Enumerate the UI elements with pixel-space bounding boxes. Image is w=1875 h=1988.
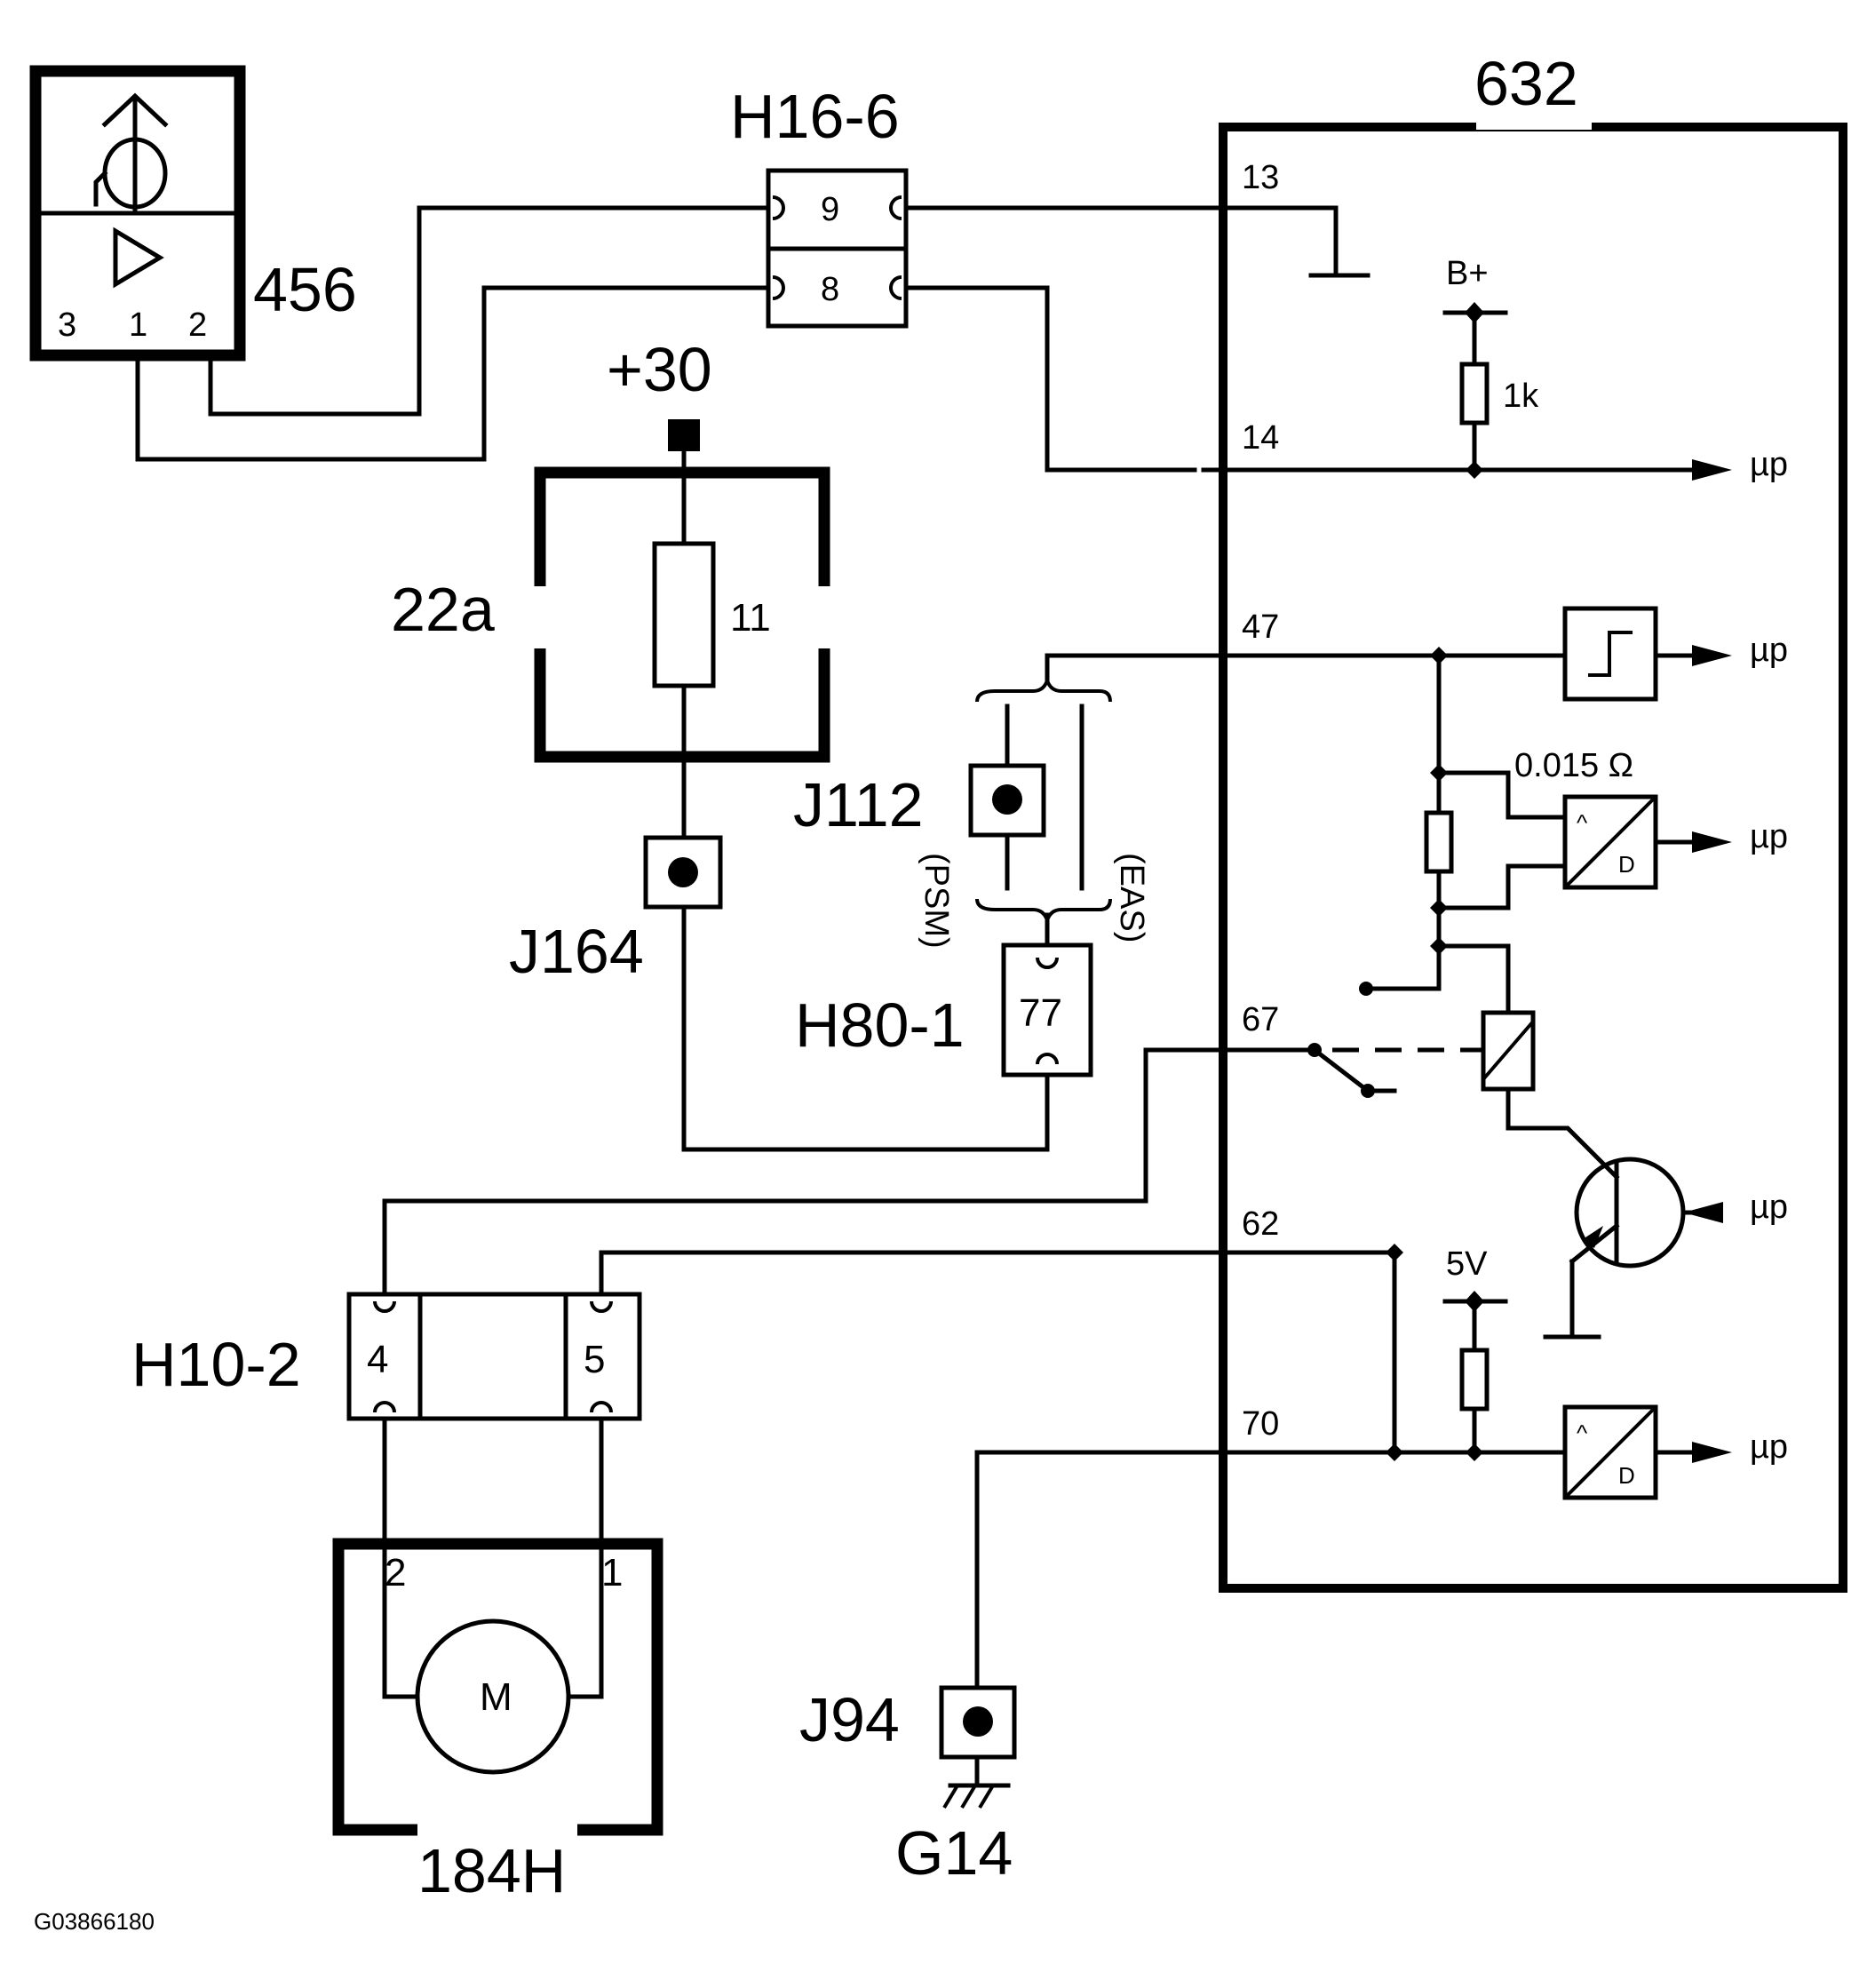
resistor-1k-label: 1k xyxy=(1503,378,1539,415)
shunt-resistor-icon xyxy=(1424,810,1454,874)
junction-j164: J164 xyxy=(509,835,723,986)
connector-h10-2: 4 5 H10-2 xyxy=(131,1292,642,1421)
mcu-label-47: µp xyxy=(1750,632,1788,669)
h80-1-pin-77: 77 xyxy=(1019,991,1062,1035)
fuse-box-22a: +30 11 22a xyxy=(391,335,830,763)
fuse-box-label: 22a xyxy=(391,575,495,644)
g14-label: G14 xyxy=(895,1818,1013,1888)
h16-6-pin-8: 8 xyxy=(821,271,839,308)
fuse-11-icon xyxy=(652,541,716,688)
sensor-label: 456 xyxy=(253,255,357,324)
supply-label: +30 xyxy=(607,335,712,404)
supply-terminal xyxy=(668,419,700,451)
ad-symbol-d: D xyxy=(1618,851,1635,878)
mcu-label-70: µp xyxy=(1750,1428,1788,1466)
sensor-456: 3 1 2 456 xyxy=(29,65,357,362)
amplifier-icon xyxy=(113,227,164,289)
sensor-pin-1: 1 xyxy=(129,306,147,344)
control-unit-632: 632 13 14 47 67 62 70 B+ 1k µp µp 0.015 … xyxy=(1219,49,1847,1593)
pin-70: 70 xyxy=(1242,1405,1279,1443)
ad-symbol: ^ xyxy=(1577,809,1588,836)
h16-6-label: H16-6 xyxy=(730,82,900,151)
connector-h80-1: 77 H80-1 xyxy=(795,942,1093,1077)
mcu-label-shunt: µp xyxy=(1750,818,1788,855)
motor-pin-2: 2 xyxy=(385,1551,406,1594)
pin-62: 62 xyxy=(1242,1205,1279,1243)
arrow-icon xyxy=(1692,1442,1732,1463)
ad70-symbol-d: D xyxy=(1618,1462,1635,1489)
h10-2-pin-4: 4 xyxy=(367,1338,388,1381)
sensor-pin-3: 3 xyxy=(58,306,76,344)
h10-2-pin-5: 5 xyxy=(584,1338,605,1381)
b-plus-label: B+ xyxy=(1446,255,1489,292)
motor-icon xyxy=(415,1618,571,1775)
h10-2-label: H10-2 xyxy=(131,1330,301,1399)
connector-h16-6: H16-6 9 8 xyxy=(730,82,909,329)
motor-label: 184H xyxy=(417,1836,566,1905)
control-unit-box xyxy=(1219,123,1847,1593)
pin-67: 67 xyxy=(1242,1001,1279,1038)
junction-j112: J112 (PSM) (EAS) xyxy=(793,763,1150,949)
resistor-1k-icon xyxy=(1459,362,1490,425)
ad70-symbol: ^ xyxy=(1577,1419,1588,1446)
wires xyxy=(135,205,1717,1788)
pin-14: 14 xyxy=(1242,419,1279,457)
junction-j94: J94 G14 xyxy=(799,1685,1017,1888)
arrow-icon xyxy=(1692,831,1732,853)
variant-eas-label: (EAS) xyxy=(1113,853,1150,942)
arrow-icon xyxy=(1683,1202,1723,1223)
variant-psm-label: (PSM) xyxy=(918,853,955,949)
figure-id: G03866180 xyxy=(34,1908,155,1935)
j112-label: J112 xyxy=(793,770,924,839)
ground-icon xyxy=(942,1783,1011,1809)
h16-6-pin-9: 9 xyxy=(821,191,839,228)
j164-label: J164 xyxy=(509,917,644,986)
sensor-pin-2: 2 xyxy=(188,306,207,344)
control-unit-label: 632 xyxy=(1474,49,1578,118)
motor-184h: M 2 1 184H xyxy=(332,1538,663,1905)
transistor-icon xyxy=(1574,1157,1686,1268)
motor-symbol: M xyxy=(480,1675,512,1719)
pin-13: 13 xyxy=(1242,159,1279,196)
pullup-5v-resistor-icon xyxy=(1459,1348,1490,1411)
arrow-icon xyxy=(1692,645,1732,666)
j94-label: J94 xyxy=(799,1685,900,1754)
h80-1-label: H80-1 xyxy=(795,990,965,1060)
pin-47: 47 xyxy=(1242,608,1279,646)
mcu-label-14: µp xyxy=(1750,446,1788,483)
motor-pin-1: 1 xyxy=(601,1551,623,1594)
fuse-number: 11 xyxy=(730,596,771,640)
vref-label: 5V xyxy=(1446,1245,1488,1283)
shunt-label: 0.015 Ω xyxy=(1514,747,1633,784)
mcu-label-transistor: µp xyxy=(1750,1189,1788,1226)
arrow-icon xyxy=(1692,459,1732,481)
